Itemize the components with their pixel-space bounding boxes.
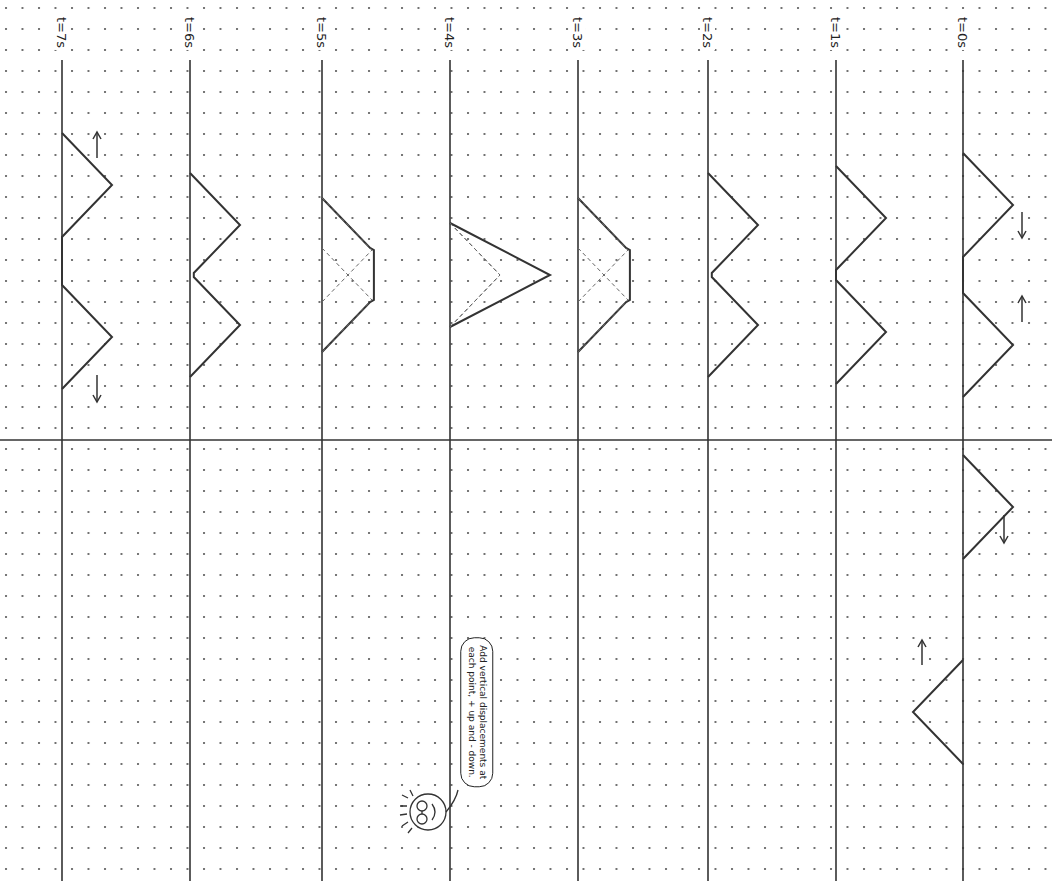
speech-bubble: Add vertical displacements at each point…: [461, 637, 494, 787]
arrow-head: [93, 395, 101, 402]
pulse-sum: [963, 153, 1013, 397]
string-line: [835, 60, 837, 881]
time-label: t=0s: [955, 14, 970, 49]
string-line: [321, 60, 323, 881]
string-line: [707, 60, 709, 881]
pulse-dashed: [450, 223, 500, 327]
arrow-head: [93, 132, 101, 139]
arrow-head: [1018, 231, 1026, 238]
time-label: t=5s: [314, 14, 329, 49]
string-line: [577, 60, 579, 881]
time-label: t=1s: [828, 14, 843, 49]
direction-arrow: [1021, 212, 1023, 238]
string-line: [962, 60, 964, 881]
arrow-head: [918, 640, 926, 647]
pulse-sum: [708, 173, 758, 377]
time-label: t=7s: [54, 14, 69, 49]
time-label: t=3s: [570, 14, 585, 49]
direction-arrow: [1021, 296, 1023, 322]
pulse-dashed: [578, 248, 628, 352]
pulse-sum: [450, 223, 550, 327]
arrow-head: [1018, 296, 1026, 303]
string-line: [449, 60, 451, 881]
arrow-head: [1000, 536, 1008, 543]
string-line: [189, 60, 191, 881]
time-label: t=6s: [182, 14, 197, 49]
time-label: t=2s: [700, 14, 715, 49]
direction-arrow: [921, 640, 923, 665]
pulse-dashed: [322, 198, 372, 302]
direction-arrow: [1003, 515, 1005, 543]
pulse-dashed: [578, 198, 628, 302]
pulse-inverted: [913, 660, 963, 764]
direction-arrow: [96, 132, 98, 158]
pulse-sum: [836, 166, 886, 384]
pulse-upright: [963, 455, 1013, 559]
time-label: t=4s: [442, 14, 457, 49]
pulse-sum: [190, 173, 240, 377]
pulse-dashed: [450, 223, 500, 327]
pulse-sum: [578, 198, 630, 352]
pulse-dashed: [322, 248, 372, 352]
direction-arrow: [96, 375, 98, 402]
cartoon-face: [400, 790, 458, 833]
divider-line: [0, 439, 1052, 441]
bubble-text: Add vertical displacements at each point…: [466, 644, 489, 780]
pulse-sum: [62, 133, 112, 389]
pulse-sum: [322, 198, 374, 352]
wave-pulses: [62, 60, 1026, 881]
string-line: [61, 60, 63, 881]
